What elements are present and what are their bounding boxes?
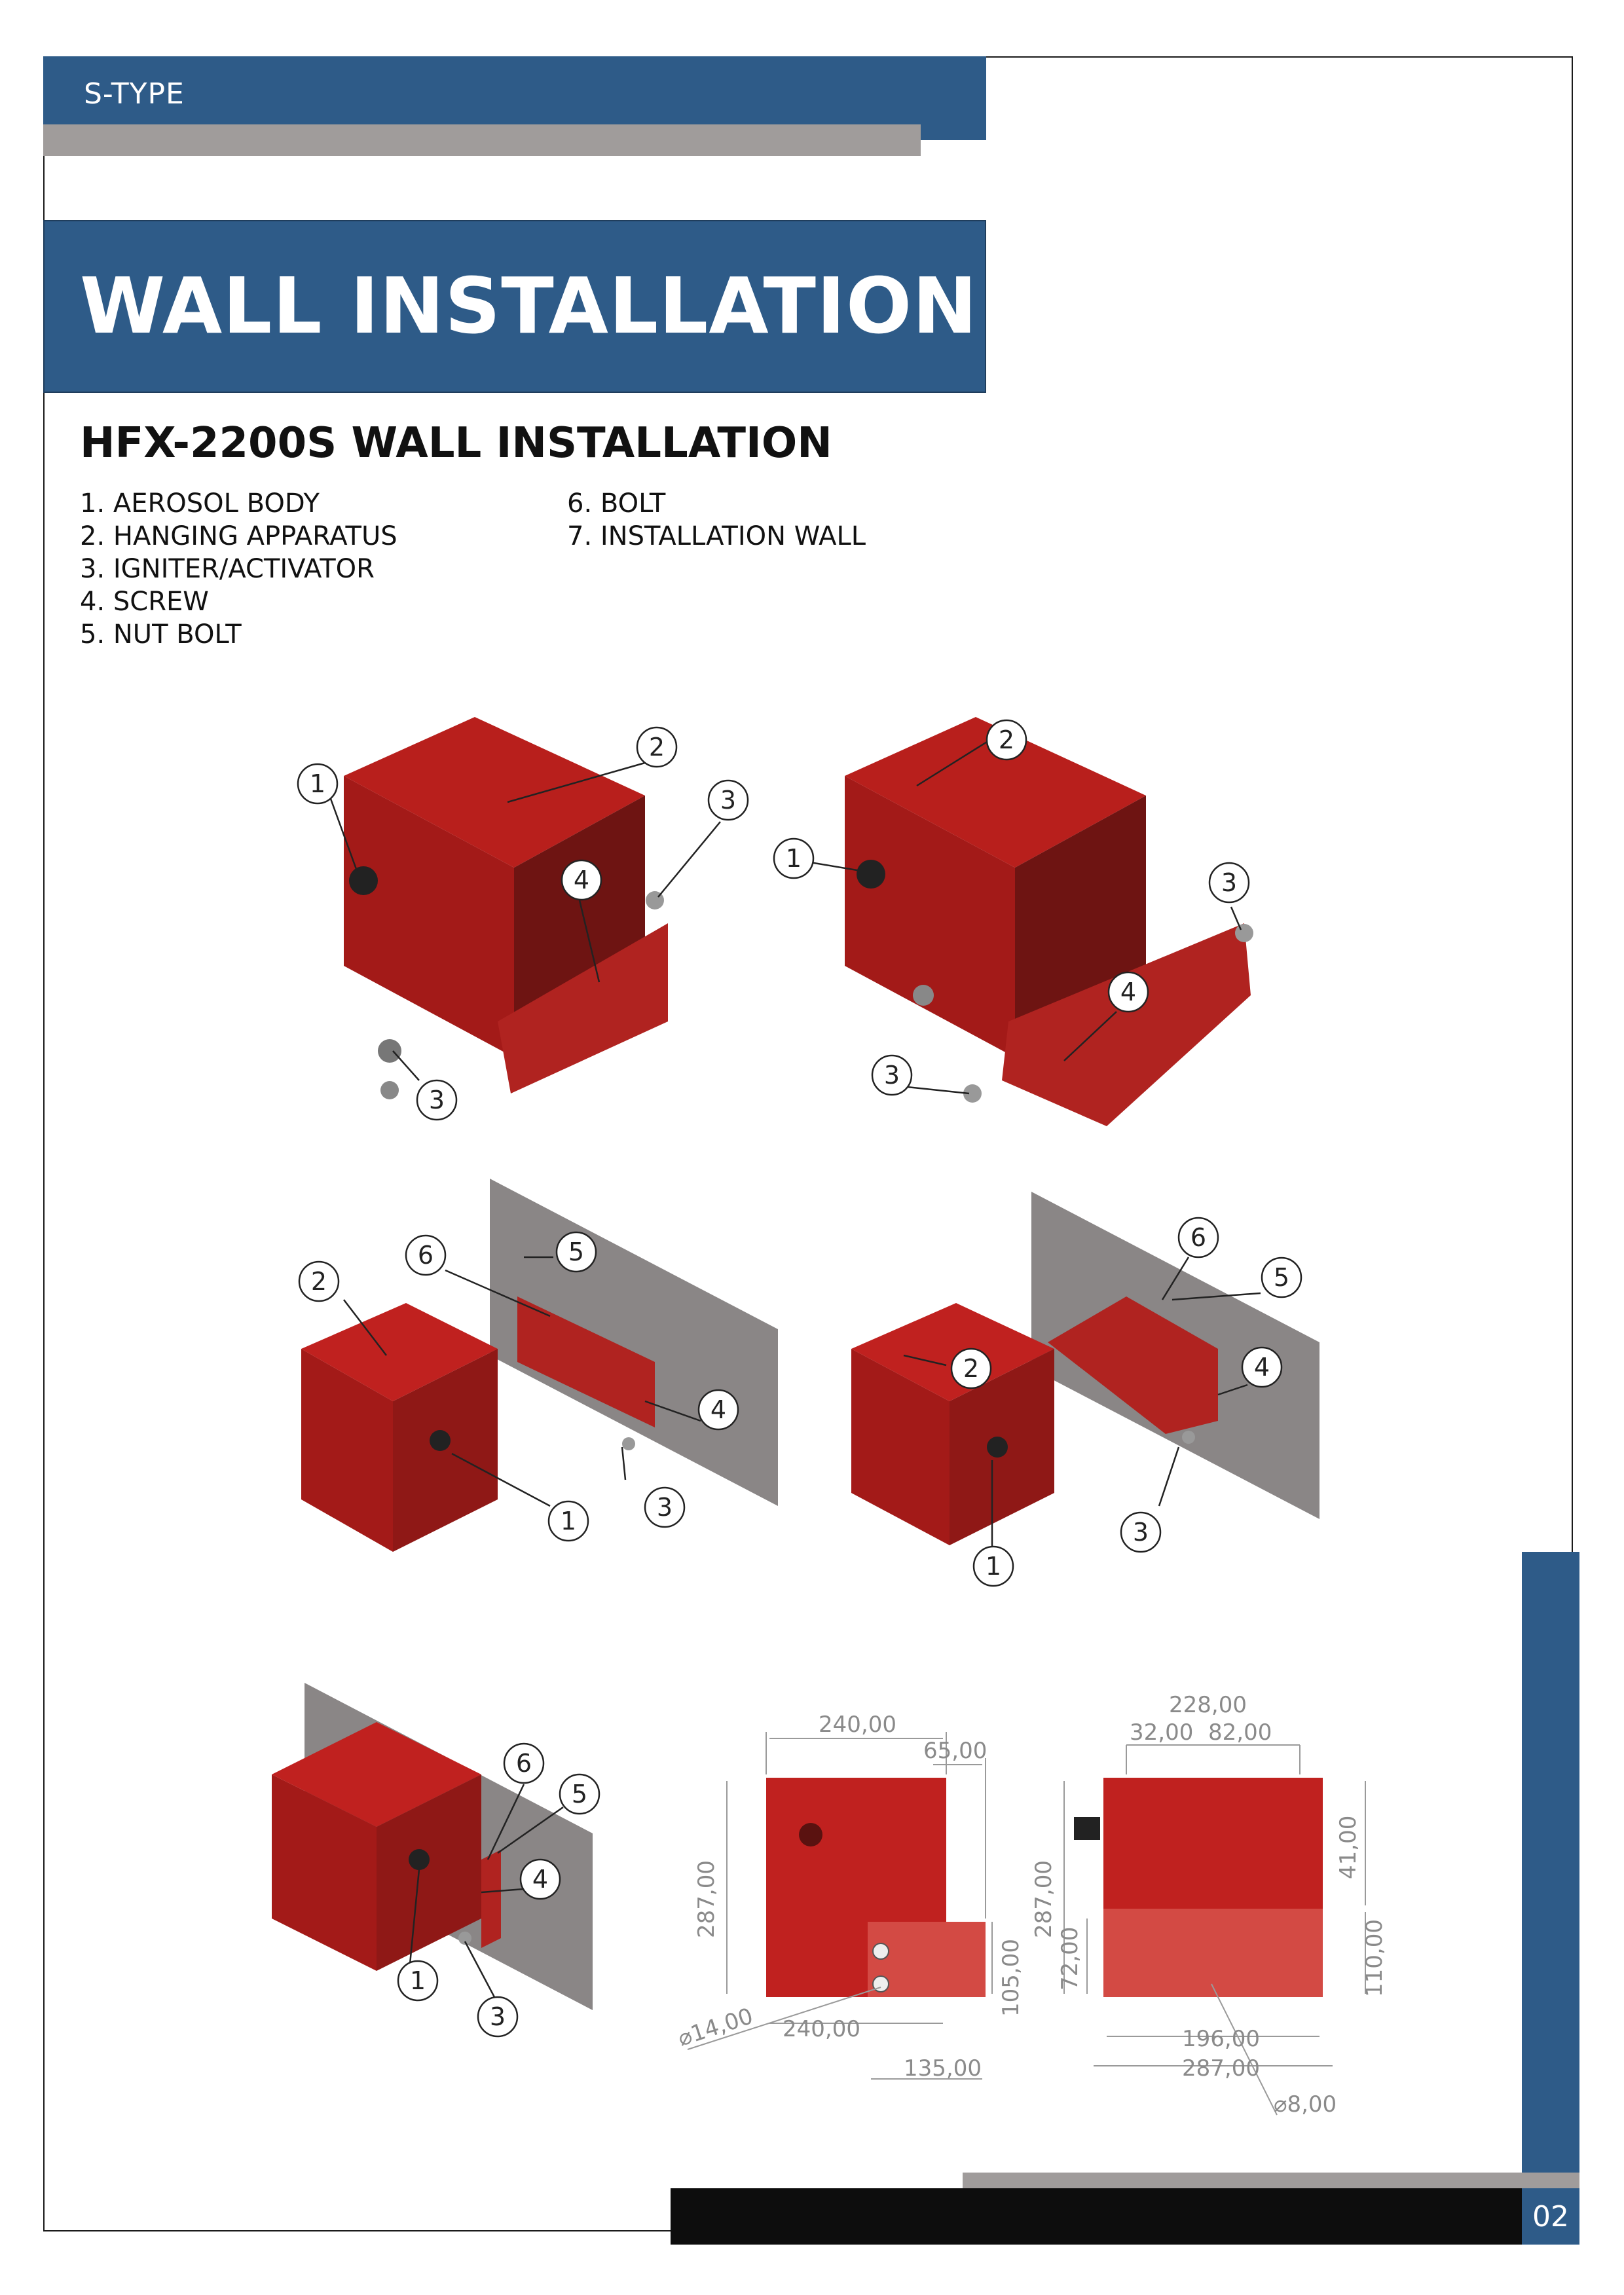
page-number-box <box>1522 2188 1579 2245</box>
callout-3: 3 <box>707 779 749 821</box>
svg-text:6: 6 <box>1190 1223 1206 1252</box>
header-tab-label: S-TYPE <box>84 77 185 111</box>
part-item: 3. IGNITER/ACTIVATOR <box>80 554 375 584</box>
svg-text:1: 1 <box>561 1507 576 1535</box>
side-accent-bar <box>1522 1552 1579 2184</box>
svg-text:4: 4 <box>574 866 589 894</box>
svg-text:4: 4 <box>1120 978 1136 1006</box>
svg-text:1: 1 <box>986 1552 1001 1581</box>
svg-text:1: 1 <box>786 844 802 873</box>
callout-4: 4 <box>1241 1346 1283 1388</box>
callout-2: 2 <box>986 719 1027 761</box>
drawing-side-view: 240,00 65,00 287,00 105,00 ⌀14,00 240,00… <box>674 1712 1024 2082</box>
callout-2: 2 <box>636 726 678 768</box>
svg-text:4: 4 <box>710 1395 726 1424</box>
svg-text:5: 5 <box>568 1238 584 1266</box>
drawing-wall-exploded-left <box>301 1179 778 1552</box>
dim-front-bracket-110: 110,00 <box>1361 1919 1388 1997</box>
section-subtitle: HFX-2200S WALL INSTALLATION <box>80 419 832 468</box>
callout-5: 5 <box>555 1231 597 1273</box>
callout-3: 3 <box>477 1996 519 2038</box>
callout-1: 1 <box>547 1500 589 1542</box>
callout-2: 2 <box>950 1348 992 1389</box>
drawing-front-view: 228,00 32,00 82,00 287,00 41,00 72,00 11… <box>1031 1692 1388 2118</box>
svg-text:2: 2 <box>649 733 665 762</box>
dim-side-hole: ⌀14,00 <box>674 2003 756 2051</box>
callout-5: 5 <box>1261 1257 1302 1298</box>
svg-text:1: 1 <box>410 1966 426 1995</box>
callout-4: 4 <box>1107 971 1149 1013</box>
dim-side-width: 240,00 <box>819 1712 896 1738</box>
svg-text:3: 3 <box>490 2002 506 2031</box>
part-item: 1. AEROSOL BODY <box>80 488 320 519</box>
callouts: 1 2 3 4 3 1 2 3 4 3 2 6 5 4 3 1 2 6 5 4 … <box>297 719 1302 2038</box>
drawing-mounted-iso <box>272 1683 593 2010</box>
callout-3: 3 <box>644 1486 686 1528</box>
dim-side-offset: 65,00 <box>923 1738 987 1764</box>
callout-1: 1 <box>297 763 339 805</box>
svg-text:1: 1 <box>310 769 325 798</box>
footer-black-bar <box>671 2188 1522 2245</box>
dim-front-height: 287,00 <box>1031 1860 1057 1938</box>
dim-front-bracket-72: 72,00 <box>1057 1927 1083 1991</box>
page-number: 02 <box>1532 2200 1569 2233</box>
callout-3: 3 <box>1120 1511 1162 1553</box>
svg-text:6: 6 <box>418 1241 434 1270</box>
callout-1: 1 <box>397 1960 439 2002</box>
svg-text:2: 2 <box>999 725 1014 754</box>
callout-3: 3 <box>416 1079 458 1121</box>
parts-list-left: 1. AEROSOL BODY 2. HANGING APPARATUS 3. … <box>80 487 397 651</box>
svg-text:3: 3 <box>720 786 736 815</box>
dim-front-outer-width: 287,00 <box>1182 2055 1260 2082</box>
part-item: 4. SCREW <box>80 587 209 617</box>
dim-side-base-width: 240,00 <box>783 2016 860 2042</box>
svg-text:4: 4 <box>1254 1353 1270 1382</box>
callout-4: 4 <box>519 1858 561 1900</box>
svg-text:5: 5 <box>572 1780 587 1808</box>
callout-5: 5 <box>559 1773 600 1815</box>
svg-text:3: 3 <box>657 1493 673 1522</box>
svg-text:5: 5 <box>1274 1263 1289 1292</box>
svg-text:4: 4 <box>532 1865 548 1894</box>
callout-4: 4 <box>561 859 602 901</box>
parts-list-right: 6. BOLT 7. INSTALLATION WALL <box>567 487 866 553</box>
callout-2: 2 <box>298 1260 340 1302</box>
dim-front-top-offset: 41,00 <box>1335 1816 1361 1879</box>
part-item: 5. NUT BOLT <box>80 619 242 650</box>
svg-text:3: 3 <box>429 1086 445 1114</box>
dim-front-inner-width: 196,00 <box>1182 2026 1260 2052</box>
part-item: 7. INSTALLATION WALL <box>567 521 866 551</box>
svg-text:6: 6 <box>516 1749 532 1778</box>
part-item: 6. BOLT <box>567 488 666 519</box>
callout-6: 6 <box>503 1742 545 1784</box>
svg-text:3: 3 <box>1133 1518 1149 1547</box>
callout-1: 1 <box>972 1545 1014 1587</box>
callout-3: 3 <box>871 1054 913 1096</box>
dim-side-bracket-width: 135,00 <box>904 2055 982 2082</box>
dim-front-hole-dia: ⌀8,00 <box>1274 2091 1337 2118</box>
callout-3: 3 <box>1208 862 1250 904</box>
header-gray-bar <box>43 124 921 156</box>
svg-text:3: 3 <box>1221 868 1237 897</box>
dim-front-hole1: 32,00 <box>1130 1719 1193 1746</box>
drawing-assembled-iso <box>344 717 668 1099</box>
svg-text:3: 3 <box>884 1061 900 1090</box>
svg-text:2: 2 <box>311 1267 327 1296</box>
part-item: 2. HANGING APPARATUS <box>80 521 397 551</box>
dim-front-hole2: 82,00 <box>1208 1719 1272 1746</box>
page-title: WALL INSTALLATION <box>80 261 978 351</box>
drawing-wall-exploded-right <box>851 1192 1320 1545</box>
callout-6: 6 <box>1177 1217 1219 1258</box>
callout-4: 4 <box>697 1389 739 1431</box>
svg-text:2: 2 <box>963 1354 979 1383</box>
callout-1: 1 <box>773 837 815 879</box>
dim-side-bracket-height: 105,00 <box>998 1939 1024 2017</box>
callout-6: 6 <box>405 1234 447 1276</box>
drawing-exploded-iso <box>845 717 1253 1126</box>
dim-side-height: 287,00 <box>693 1860 720 1938</box>
title-banner <box>43 220 986 393</box>
dim-front-width: 228,00 <box>1169 1692 1247 1718</box>
